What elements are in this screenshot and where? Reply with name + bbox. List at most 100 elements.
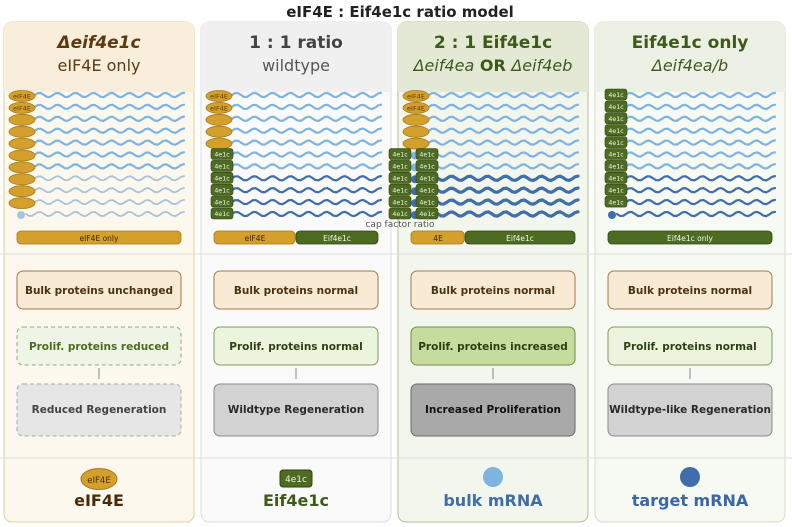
- bulk-mrna-strand: [615, 127, 777, 135]
- factor-eif4e1c-badge: [415, 183, 439, 196]
- bulk-proteins-box: [410, 270, 576, 310]
- factor-eif4e1c-badge: [388, 183, 412, 196]
- bulk-proteins-box: [213, 270, 379, 310]
- legend-eif4e1c-symbol-text: 4e1c: [285, 475, 307, 485]
- factor-eif4e-oval: [205, 102, 233, 114]
- factor-eif4e1c-badge-label: 4e1c: [608, 199, 624, 206]
- factor-eif4e1c-badge-label: 4e1c: [608, 116, 624, 123]
- bulk-mrna-strand: [418, 139, 580, 146]
- factor-eif4e1c-badge: [210, 148, 234, 160]
- factor-eif4e1c-badge: [415, 160, 439, 172]
- legend-eif4e1c-symbol: [279, 469, 313, 488]
- prolif-proteins-text: Prolif. proteins reduced: [29, 341, 169, 353]
- factor-eif4e-oval: [8, 102, 36, 114]
- outcome-box: [213, 383, 379, 437]
- legend-target_mrna-symbol: [680, 467, 700, 487]
- factor-eif4e1c-badge-label: 4e1c: [608, 128, 624, 135]
- factor-eif4e1c-badge-label: 4e1c: [608, 187, 624, 194]
- mrna-cap-dot: [608, 211, 616, 219]
- outcome-text: Wildtype Regeneration: [228, 404, 364, 416]
- bulk-mrna-strand: [24, 127, 186, 135]
- factor-eif4e1c-badge: [210, 195, 234, 208]
- factor-eif4e1c-badge-label: 4e1c: [392, 187, 408, 194]
- bulk-mrna-strand: [24, 139, 186, 146]
- target-mrna-strand: [25, 175, 185, 182]
- cap-factor-ratio-label: cap factor ratio: [365, 220, 435, 230]
- factor-eif4e1c-badge: [604, 160, 628, 172]
- factor-eif4e-oval: [8, 90, 36, 102]
- subtitle-part-1: OR: [474, 56, 511, 75]
- factor-eif4e1c-badge: [388, 148, 412, 160]
- bulk-mrna-strand: [24, 151, 186, 158]
- subtitle-part-0: Δeif4ea: [412, 56, 475, 75]
- factor-eif4e-label: eIF4E: [13, 93, 31, 101]
- factor-eif4e-oval: [402, 137, 430, 150]
- factor-eif4e-oval: [205, 113, 233, 126]
- target-mrna-strand: [418, 174, 580, 183]
- prolif-proteins-text: Prolif. proteins normal: [623, 341, 756, 353]
- column-title-two-to-one: 2 : 1 Eif4e1c: [434, 33, 552, 53]
- factor-eif4e1c-badge-label: 4e1c: [608, 140, 624, 147]
- factor-eif4e1c-badge: [604, 172, 628, 184]
- bulk-mrna-strand: [221, 115, 383, 123]
- target-mrna-strand: [25, 187, 185, 194]
- bulk-mrna-strand: [221, 103, 383, 111]
- legend-label-eif4e: eIF4E: [74, 491, 124, 510]
- factor-eif4e-label: eIF4E: [407, 93, 425, 101]
- factor-eif4e1c-badge: [210, 183, 234, 196]
- factor-eif4e-label: eIF4E: [13, 104, 31, 112]
- bulk-proteins-box: [16, 270, 182, 310]
- bulk-mrna-strand: [418, 115, 580, 123]
- factor-eif4e1c-badge: [415, 207, 439, 220]
- bulk-proteins-text: Bulk proteins normal: [628, 285, 752, 297]
- bulk-mrna-strand: [24, 163, 186, 170]
- target-mrna-strand: [221, 186, 383, 194]
- factor-eif4e-oval: [205, 125, 233, 138]
- bulk-mrna-strand: [418, 127, 580, 135]
- legend-label-eif4e1c: Eif4e1c: [263, 491, 329, 510]
- bulk-mrna-strand: [221, 139, 383, 146]
- bulk-proteins-box: [607, 270, 773, 310]
- target-mrna-strand: [221, 174, 383, 182]
- factor-eif4e1c-badge: [604, 88, 628, 101]
- prolif-proteins-box: [16, 326, 182, 366]
- column-title-eif4e-only: Δeif4e1c: [55, 33, 140, 53]
- ratio-segment-label: eIF4E only: [80, 234, 119, 243]
- target-mrna-strand: [25, 199, 185, 206]
- factor-eif4e1c-badge: [604, 100, 628, 113]
- legend-bulk_mrna-symbol: [483, 467, 503, 487]
- bulk-mrna-strand: [221, 151, 383, 158]
- row-dividers: [0, 253, 792, 459]
- factor-eif4e1c-badge-label: 4e1c: [419, 187, 435, 194]
- target-mrna-strand: [615, 186, 777, 194]
- column-header-bg-eif4e1c-only: [595, 22, 785, 92]
- ratio-segment-eif4e1c: [464, 230, 576, 245]
- bulk-mrna-strand: [418, 91, 580, 99]
- target-mrna-strand: [221, 210, 383, 218]
- factor-eif4e-oval: [402, 113, 430, 126]
- bulk-mrna-strand: [615, 115, 777, 123]
- column-header-bg-two-to-one: [398, 22, 588, 92]
- subtitle-part-2: Δeif4eb: [509, 56, 572, 75]
- factor-eif4e1c-badge-label: 4e1c: [214, 164, 230, 171]
- outcome-text: Increased Proliferation: [425, 404, 561, 416]
- bulk-proteins-text: Bulk proteins normal: [234, 285, 358, 297]
- bulk-mrna-strand: [615, 151, 777, 158]
- factor-eif4e-oval: [402, 90, 430, 102]
- factor-eif4e-label: eIF4E: [210, 93, 228, 101]
- factor-eif4e1c-badge-label: 4e1c: [608, 92, 624, 99]
- mrna-cap-dot: [17, 211, 25, 219]
- factor-eif4e-oval: [8, 197, 36, 210]
- factor-eif4e1c-badge: [210, 172, 234, 184]
- prolif-proteins-text: Prolif. proteins normal: [229, 341, 362, 353]
- factor-eif4e1c-badge: [604, 112, 628, 125]
- bulk-mrna-strand: [615, 103, 777, 111]
- factor-eif4e1c-badge-label: 4e1c: [214, 152, 230, 159]
- legend-eif4e-symbol-text: eIF4E: [87, 476, 110, 486]
- column-subtitle-eif4e-only: eIF4E only: [58, 56, 141, 75]
- bulk-mrna-strand: [221, 91, 383, 99]
- ratio-segment-eif4e1c: [295, 230, 379, 245]
- bulk-mrna-strand: [24, 103, 186, 111]
- factor-eif4e1c-badge-label: 4e1c: [419, 199, 435, 206]
- ratio-segment-label: Eif4e1c: [506, 234, 534, 243]
